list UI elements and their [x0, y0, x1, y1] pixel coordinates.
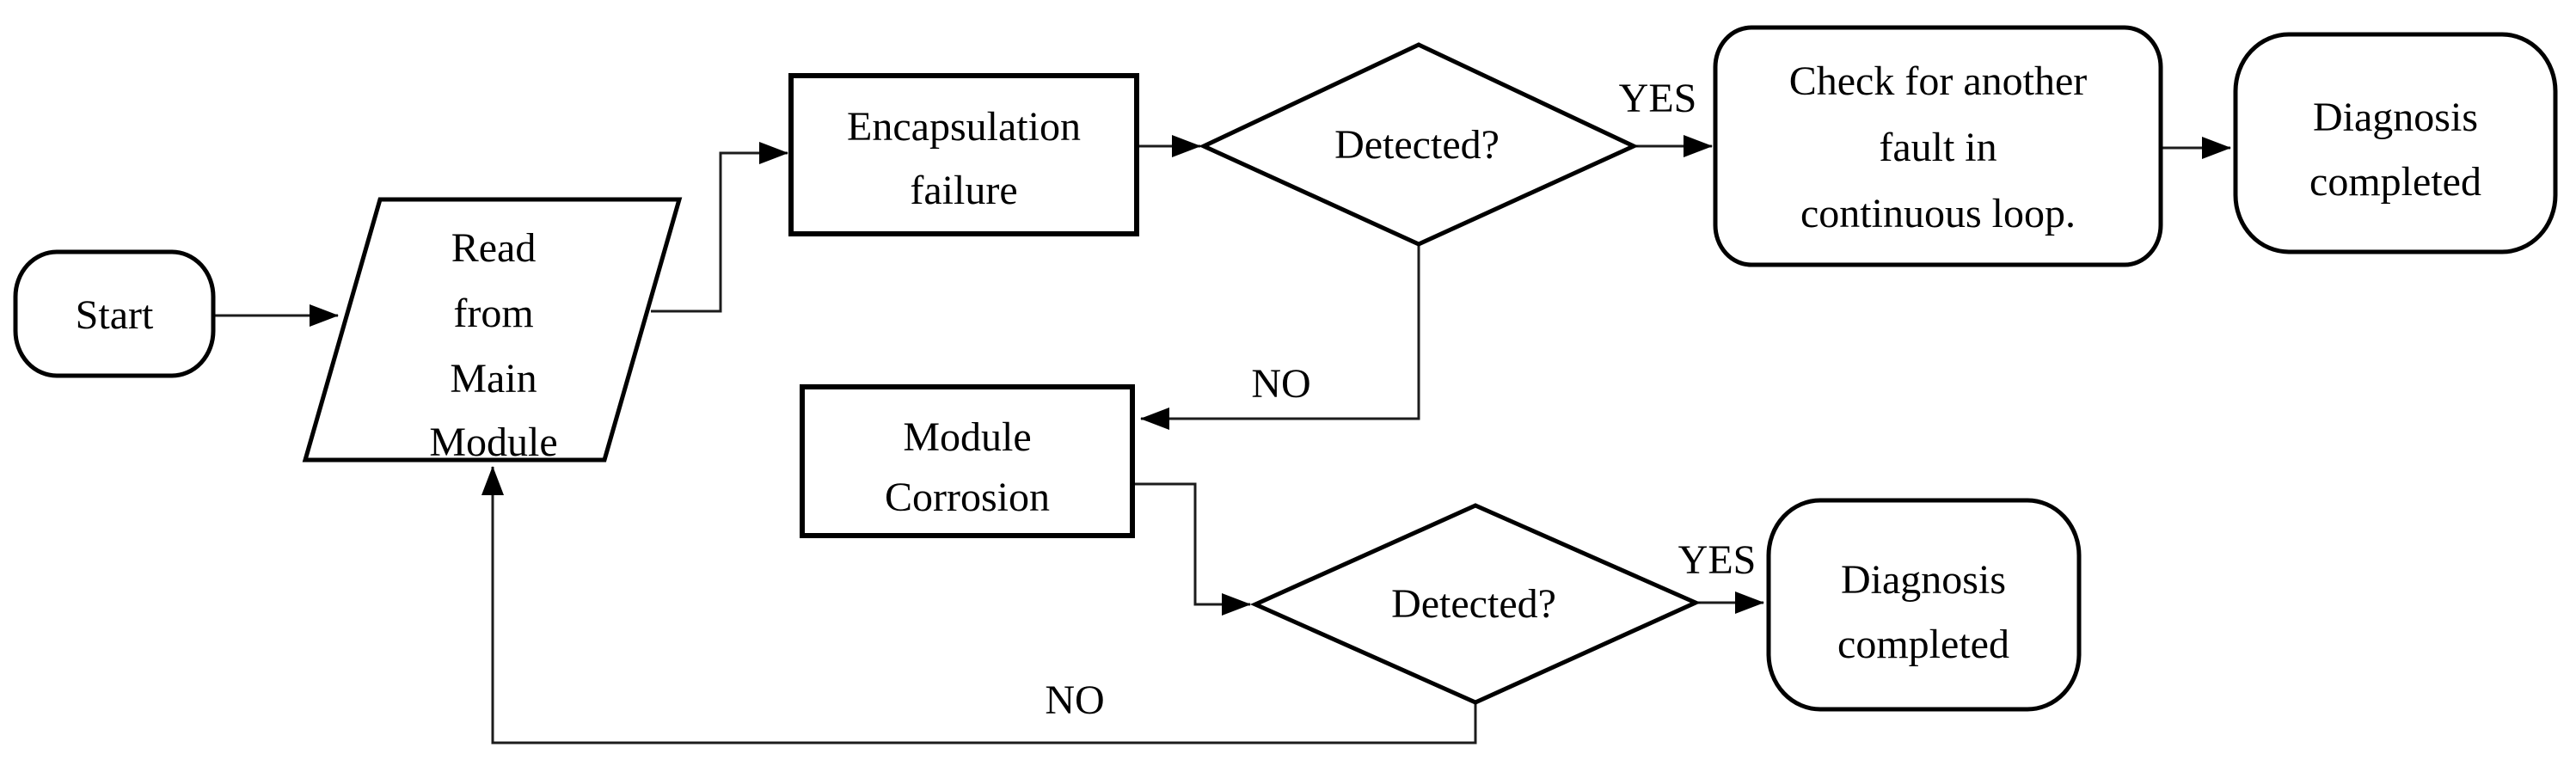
read-line-4: Module — [429, 420, 557, 465]
read-from-main-module-node: Read from Main Module — [302, 197, 683, 465]
diagnosis-1-line-2: completed — [2309, 159, 2481, 205]
encapsulation-failure-node: Encapsulation failure — [788, 73, 1139, 236]
start-node-shape — [13, 249, 216, 378]
edge-label-no-1: NO — [1251, 361, 1310, 407]
edge-corrosion-to-detected2 — [1132, 482, 1251, 616]
detected-decision-2: Detected? — [1249, 503, 1702, 705]
read-line-3: Main — [450, 356, 537, 401]
encapsulation-line-2: failure — [910, 168, 1017, 213]
diagnosis-completed-node-2: Diagnosis completed — [1766, 498, 2082, 712]
edge-detected2-no-return-to-read — [481, 466, 1477, 745]
edge-label-yes-1: YES — [1619, 76, 1697, 121]
encapsulation-line-1: Encapsulation — [847, 104, 1081, 150]
detected-1-label: Detected? — [1334, 122, 1500, 168]
read-line-1: Read — [451, 225, 537, 271]
check-another-fault-node: Check for another fault in continuous lo… — [1713, 25, 2163, 267]
detected-1-shape — [1199, 42, 1639, 247]
edge-label-no-2: NO — [1045, 677, 1104, 723]
detected-2-shape — [1249, 503, 1702, 705]
read-from-main-module-shape — [302, 197, 683, 463]
edge-label-yes-2: YES — [1678, 537, 1757, 583]
read-line-2: from — [453, 291, 533, 336]
edges — [213, 135, 2231, 745]
check-another-fault-shape — [1713, 25, 2163, 267]
check-line-2: fault in — [1879, 125, 1996, 170]
check-line-1: Check for another — [1789, 58, 2088, 104]
start-node-label: Start — [76, 292, 154, 338]
diagnosis-completed-1-shape — [2233, 32, 2558, 254]
corrosion-line-2: Corrosion — [885, 475, 1050, 520]
diagnosis-2-line-1: Diagnosis — [1841, 557, 2006, 603]
diagnosis-1-line-1: Diagnosis — [2313, 95, 2478, 140]
check-line-3: continuous loop. — [1800, 191, 2076, 236]
start-node: Start — [13, 249, 216, 378]
diagnosis-completed-node-1: Diagnosis completed — [2233, 32, 2558, 254]
module-corrosion-shape — [800, 384, 1135, 538]
detected-2-label: Detected? — [1391, 581, 1556, 627]
detected-decision-1: Detected? — [1199, 42, 1639, 247]
edge-read-to-encapsulation — [651, 142, 788, 313]
encapsulation-failure-shape — [788, 73, 1139, 236]
diagnosis-completed-2-shape — [1766, 498, 2082, 712]
module-corrosion-node: Module Corrosion — [800, 384, 1135, 538]
edge-detected1-no-to-corrosion — [1140, 244, 1420, 430]
corrosion-line-1: Module — [903, 414, 1031, 460]
diagnosis-2-line-2: completed — [1837, 622, 2009, 667]
